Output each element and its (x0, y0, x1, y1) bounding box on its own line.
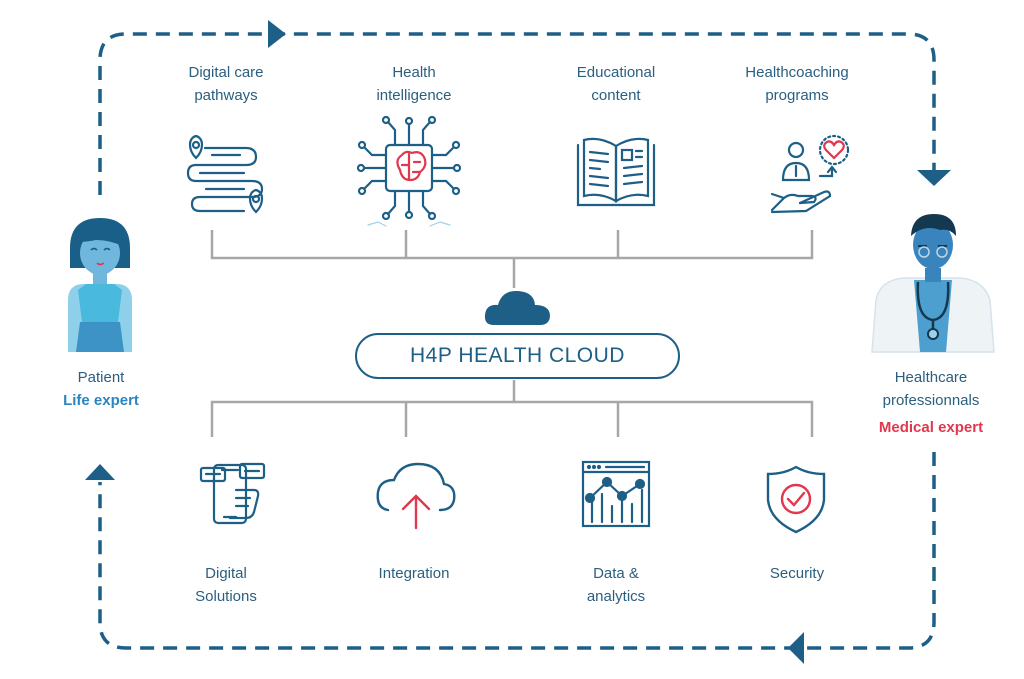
open-book-icon (576, 137, 656, 207)
patient-name: Patient (77, 369, 125, 386)
professional-name: Healthcare professionnals (882, 369, 980, 409)
professional-expert-label: Medical expert (878, 419, 984, 436)
coaching-heart-hand-icon (770, 134, 850, 214)
doctor-avatar-icon (871, 214, 995, 353)
mobile-chat-icon (199, 462, 266, 525)
health-cloud-box: H4P HEALTH CLOUD (355, 333, 680, 379)
analytics-dashboard-icon (581, 460, 651, 528)
top-connectors (210, 230, 814, 288)
cycle-loop (98, 32, 936, 650)
bottom-connectors (210, 380, 814, 437)
top-item-label-healthcoaching-programs: Healthcoaching programs (745, 64, 849, 104)
arrow-right-icon (268, 20, 286, 48)
patient-role: Patient Life expert (63, 366, 139, 412)
patient-expert-label: Life expert (63, 392, 139, 409)
cloud-icon (484, 290, 550, 325)
shield-check-icon (766, 465, 826, 534)
arrow-up-icon (85, 464, 115, 480)
bottom-item-label-integration: Integration (378, 565, 450, 582)
bottom-item-label-digital-solutions: Digital Solutions (195, 565, 257, 605)
patient-avatar-icon (68, 218, 132, 352)
top-item-label-educational-content: Educational content (576, 64, 656, 104)
bottom-item-label-security: Security (769, 565, 825, 582)
ai-brain-chip-icon (356, 115, 462, 227)
cloud-upload-icon (376, 462, 456, 530)
loop-bottom-segment (98, 452, 936, 650)
arrow-down-icon (917, 170, 951, 186)
loop-top-segment (98, 32, 936, 195)
loop-arrows (85, 20, 951, 664)
map-route-icon (186, 134, 264, 214)
top-item-label-health-intelligence: Health intelligence (376, 64, 452, 104)
top-item-label-digital-care-pathways: Digital care pathways (188, 64, 264, 104)
professional-role: Healthcare professionnals Medical expert (879, 366, 983, 439)
health-cloud-label: H4P HEALTH CLOUD (410, 344, 625, 367)
bottom-item-label-data-analytics: Data & analytics (586, 565, 646, 605)
arrow-left-icon (788, 632, 804, 664)
